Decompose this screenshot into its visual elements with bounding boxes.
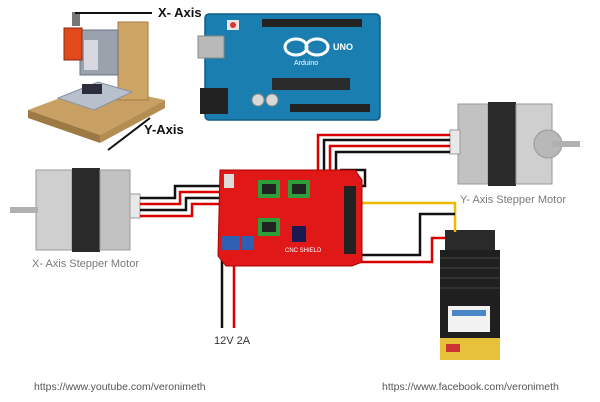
x-axis-stepper-motor [10, 168, 141, 252]
laser-module [440, 230, 500, 360]
arduino-uno-board [197, 13, 381, 121]
power-label: 12V 2A [214, 335, 251, 347]
facebook-url[interactable]: https://www.facebook.com/veronimeth [382, 381, 559, 393]
x-motor-label: X- Axis Stepper Motor [32, 258, 139, 270]
youtube-url[interactable]: https://www.youtube.com/veronimeth [34, 381, 206, 393]
uno-logo-text: UNO [333, 42, 353, 52]
shield-title: CNC SHIELD [285, 248, 322, 254]
x-axis-label: X- Axis [158, 5, 202, 20]
cnc-shield [217, 169, 363, 267]
arduino-brand-text: Arduino [294, 60, 319, 67]
y-motor-label: Y- Axis Stepper Motor [460, 194, 566, 206]
laser-engraver-machine [28, 12, 165, 143]
y-axis-label: Y-Axis [144, 122, 184, 137]
y-axis-stepper-motor [449, 102, 580, 186]
